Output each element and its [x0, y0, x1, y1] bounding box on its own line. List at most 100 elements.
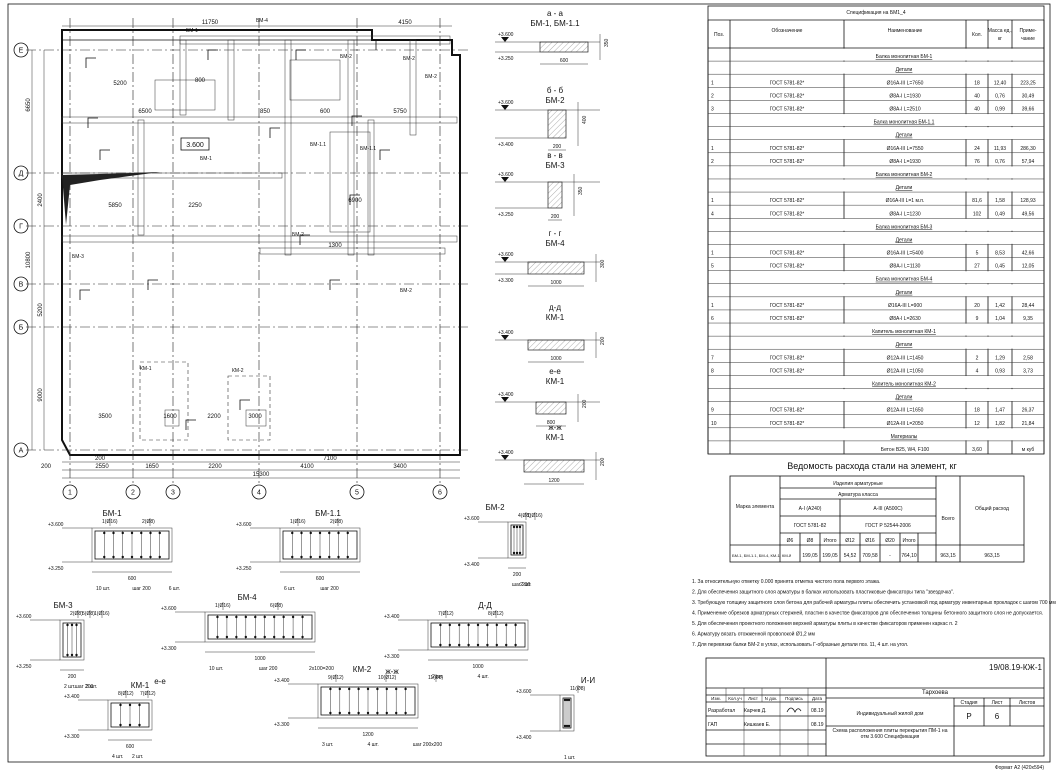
axis-bubble — [62, 484, 78, 500]
spec-cell: Ø12А-III L=2050 — [887, 421, 924, 427]
spec-cell: 30,49 — [1022, 93, 1035, 99]
spec-cell: Ø8А-I L=2630 — [889, 316, 920, 322]
rebar-cage — [207, 614, 313, 640]
spec-cell: ГОСТ 5781-82* — [770, 251, 805, 257]
stamp-col-header: Лист — [748, 696, 758, 701]
stamp-col-header: Дата — [812, 696, 822, 701]
rebar-position: 1(Ø16) — [527, 513, 543, 519]
detail-note: 2 шт. — [432, 674, 443, 680]
section-elev-bot: +3.250 — [498, 212, 514, 218]
plan-beam-label: БМ-2 — [425, 74, 437, 80]
spec-cell: Ø16А-III L=7650 — [887, 80, 924, 86]
spec-cell: Ø8А-I L=1230 — [889, 211, 920, 217]
steel-head: Всего — [941, 516, 954, 522]
spec-cell: ГОСТ 5781-82* — [770, 264, 805, 270]
axis-bubble — [13, 165, 29, 181]
detail-width: 200 — [513, 572, 522, 578]
axis-label: А — [19, 448, 24, 455]
spec-cell: 57,94 — [1022, 159, 1035, 165]
spec-cell: ГОСТ 5781-82* — [770, 368, 805, 374]
section-subtitle: КМ-1 — [546, 433, 565, 442]
section-shape — [539, 41, 589, 53]
rebar-position: 5(Ø8) — [82, 611, 95, 617]
spec-cell: Ø8А-I L=2510 — [889, 106, 920, 112]
plan-dim: 200 — [41, 464, 52, 470]
cut-marker — [375, 39, 386, 50]
spec-cell: ГОСТ 5781-82* — [770, 355, 805, 361]
section-shape — [535, 401, 567, 415]
detail-title: КМ-2 — [353, 665, 372, 674]
plan-dim: 9000 — [38, 388, 44, 402]
detail-elev: +3.600 — [161, 606, 177, 612]
detail-outline — [279, 527, 361, 563]
plan-dim: 850 — [260, 109, 271, 115]
rebar-position: 4(Ø8) — [518, 513, 531, 519]
plan-beam-label: БМ-2 — [340, 54, 352, 60]
plan-dim: 1300 — [328, 243, 342, 249]
spec-cell: 0,76 — [995, 159, 1005, 165]
steel-subhead: Ø12 — [845, 538, 855, 544]
spec-cell: 9 — [711, 408, 714, 414]
spec-group-row: Детали — [896, 237, 913, 243]
spec-cell: 1,58 — [995, 198, 1005, 204]
spec-group-row: Материалы — [891, 434, 918, 440]
spec-cell: ГОСТ 5781-82* — [770, 198, 805, 204]
steel-title: Ведомость расхода стали на элемент, кг — [787, 461, 957, 471]
plan-dim: 200 — [95, 456, 106, 462]
beam-lines — [61, 35, 458, 441]
axis-bubble — [13, 319, 29, 335]
detail-note: шаг 200 — [75, 684, 94, 690]
detail-note: шаг 200 — [259, 666, 278, 672]
stamp-sheets-header: Листов — [1019, 700, 1036, 706]
section-elev-top: +3.600 — [498, 100, 514, 106]
axis-bubble — [251, 484, 267, 500]
plan-dim: 11750 — [202, 20, 219, 26]
axis-bubble — [13, 442, 29, 458]
steel-head: Общий расход — [975, 505, 1009, 512]
cut-marker — [379, 149, 390, 160]
axis-bubble — [165, 484, 181, 500]
plan-beam-label: КМ-2 — [232, 368, 244, 374]
spec-cell: 28,44 — [1022, 303, 1035, 309]
detail-elev: +3.400 — [516, 735, 532, 741]
cut-marker — [147, 279, 158, 290]
spec-cell: 40 — [974, 93, 980, 99]
axis-label: 2 — [131, 490, 135, 497]
spec-group-row: Детали — [896, 133, 913, 139]
detail-outline — [317, 683, 419, 719]
spec-cell: Ø12А-III L=1450 — [887, 355, 924, 361]
spec-group-row: Капитель монолитная КМ-2 — [872, 382, 936, 388]
steel-value: - — [789, 553, 791, 559]
rebar-position: 1(Ø16) — [94, 611, 110, 617]
plan-beam-label: БМ-1.1 — [310, 142, 326, 148]
spec-cell: 0,49 — [995, 211, 1005, 217]
spec-header: Кол. — [972, 32, 982, 38]
detail-title: КМ-1 — [131, 681, 150, 690]
detail-note: 2 шт. — [64, 684, 75, 690]
detail-elev: +3.250 — [16, 664, 32, 670]
stamp-gap-date: 08.19 — [811, 722, 824, 728]
rebar-position: 6(Ø8) — [270, 603, 283, 609]
spec-cell: 18 — [974, 408, 980, 414]
spec-header: Приме- — [1019, 28, 1036, 34]
cut-marker — [185, 419, 196, 430]
spec-cell: 76 — [974, 159, 980, 165]
plan-beam-label: БМ-4 — [256, 18, 268, 24]
detail-note: шаг 200 — [132, 586, 151, 592]
steel-subhead: Ø20 — [885, 538, 895, 544]
stamp-dev-date: 08.19 — [811, 708, 824, 714]
detail-title: Д-Д — [478, 601, 492, 610]
spec-cell: 9,35 — [1023, 316, 1033, 322]
plan-dim: 600 — [320, 109, 331, 115]
plan-dim: 2400 — [38, 193, 44, 207]
cut-marker — [349, 194, 360, 205]
section-height: 200 — [600, 457, 606, 466]
section-shape — [523, 459, 585, 473]
spec-cell: 81,6 — [972, 198, 982, 204]
cut-marker — [351, 115, 362, 126]
plan-dim: 4150 — [398, 20, 412, 26]
spec-cell: 9 — [976, 316, 979, 322]
detail-note: шаг 200 — [320, 586, 339, 592]
plan-dim: 6650 — [26, 98, 32, 112]
steel-head: А-III (А500С) — [873, 506, 903, 512]
